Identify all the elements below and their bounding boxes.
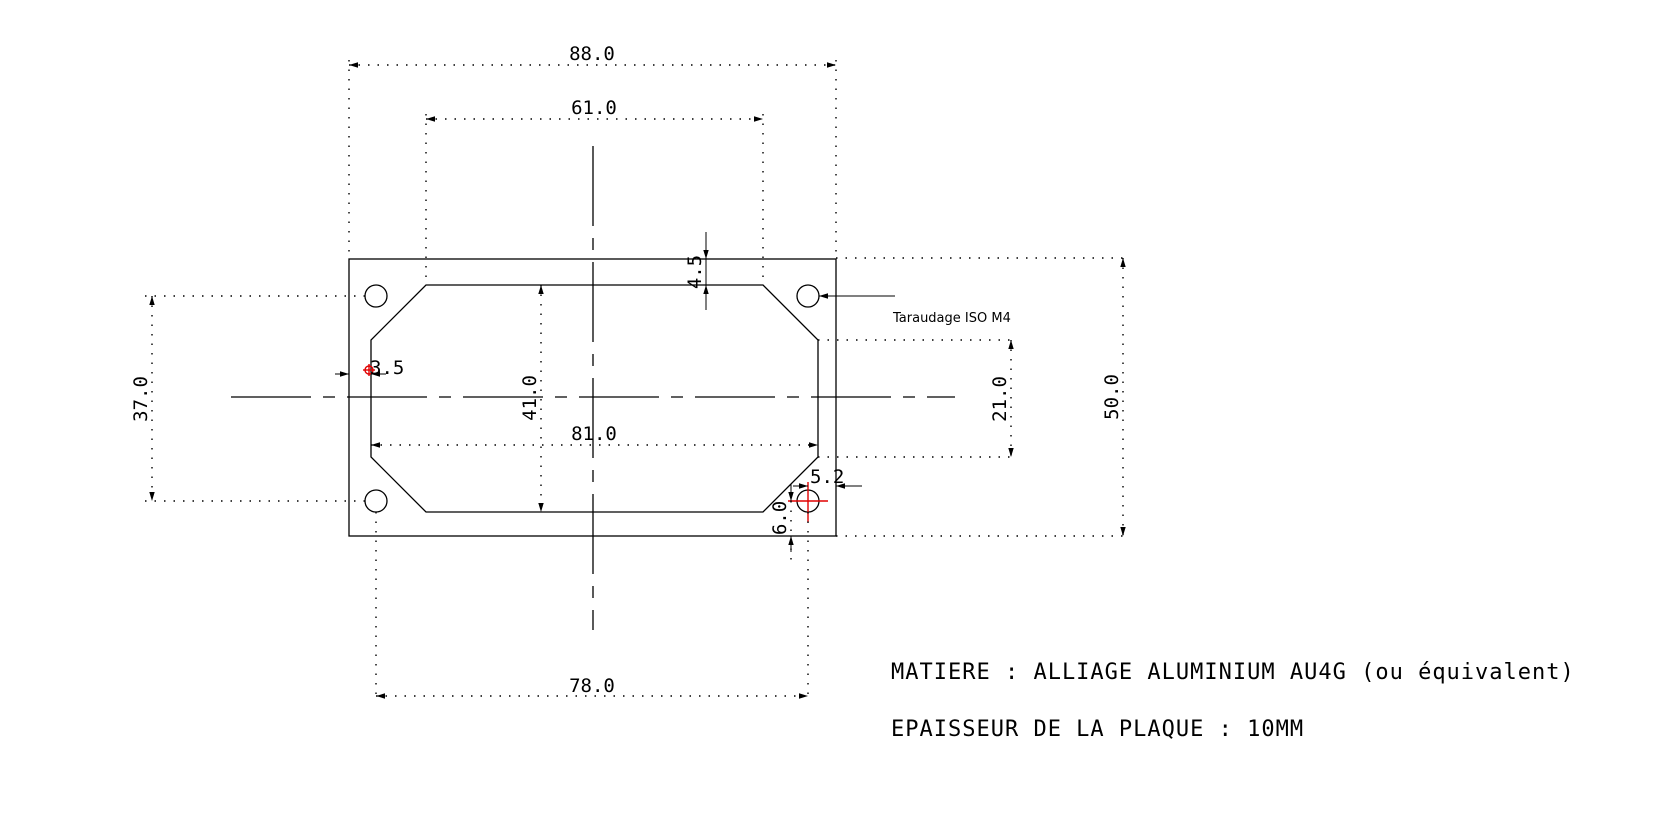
dim-overall-width: 88.0 xyxy=(569,43,615,65)
dim-pocket-width: 81.0 xyxy=(571,423,617,445)
red-marker-left xyxy=(363,364,375,376)
dim-hole-spacing-horizontal: 78.0 xyxy=(569,675,615,697)
dim-hole-offset-right: 5.2 xyxy=(810,466,844,488)
pocket-outline xyxy=(370,284,819,513)
thread-callout-label: Taraudage ISO M4 xyxy=(892,311,1011,326)
dim-wall-top: 4.5 xyxy=(684,255,706,289)
material-spec: MATIERE : ALLIAGE ALUMINIUM AU4G (ou équ… xyxy=(891,660,1575,685)
red-marker-bottom-right xyxy=(788,482,828,522)
dim-inner-height-right: 21.0 xyxy=(989,376,1011,422)
hole-top-right xyxy=(796,284,820,308)
dim-overall-height: 50.0 xyxy=(1101,374,1123,420)
dimension-lines xyxy=(149,62,1126,699)
dim-hole-offset-bottom: 6.0 xyxy=(769,501,791,535)
dim-inner-top-width: 61.0 xyxy=(571,97,617,119)
hole-top-left xyxy=(364,284,388,308)
hole-bottom-left xyxy=(364,489,388,513)
dim-hole-spacing-vertical: 37.0 xyxy=(130,376,152,422)
dim-pocket-height: 41.0 xyxy=(519,375,541,421)
extension-lines xyxy=(145,60,1130,700)
thickness-spec: EPAISSEUR DE LA PLAQUE : 10MM xyxy=(891,717,1304,742)
dim-hole-offset-left: 3.5 xyxy=(370,357,404,379)
